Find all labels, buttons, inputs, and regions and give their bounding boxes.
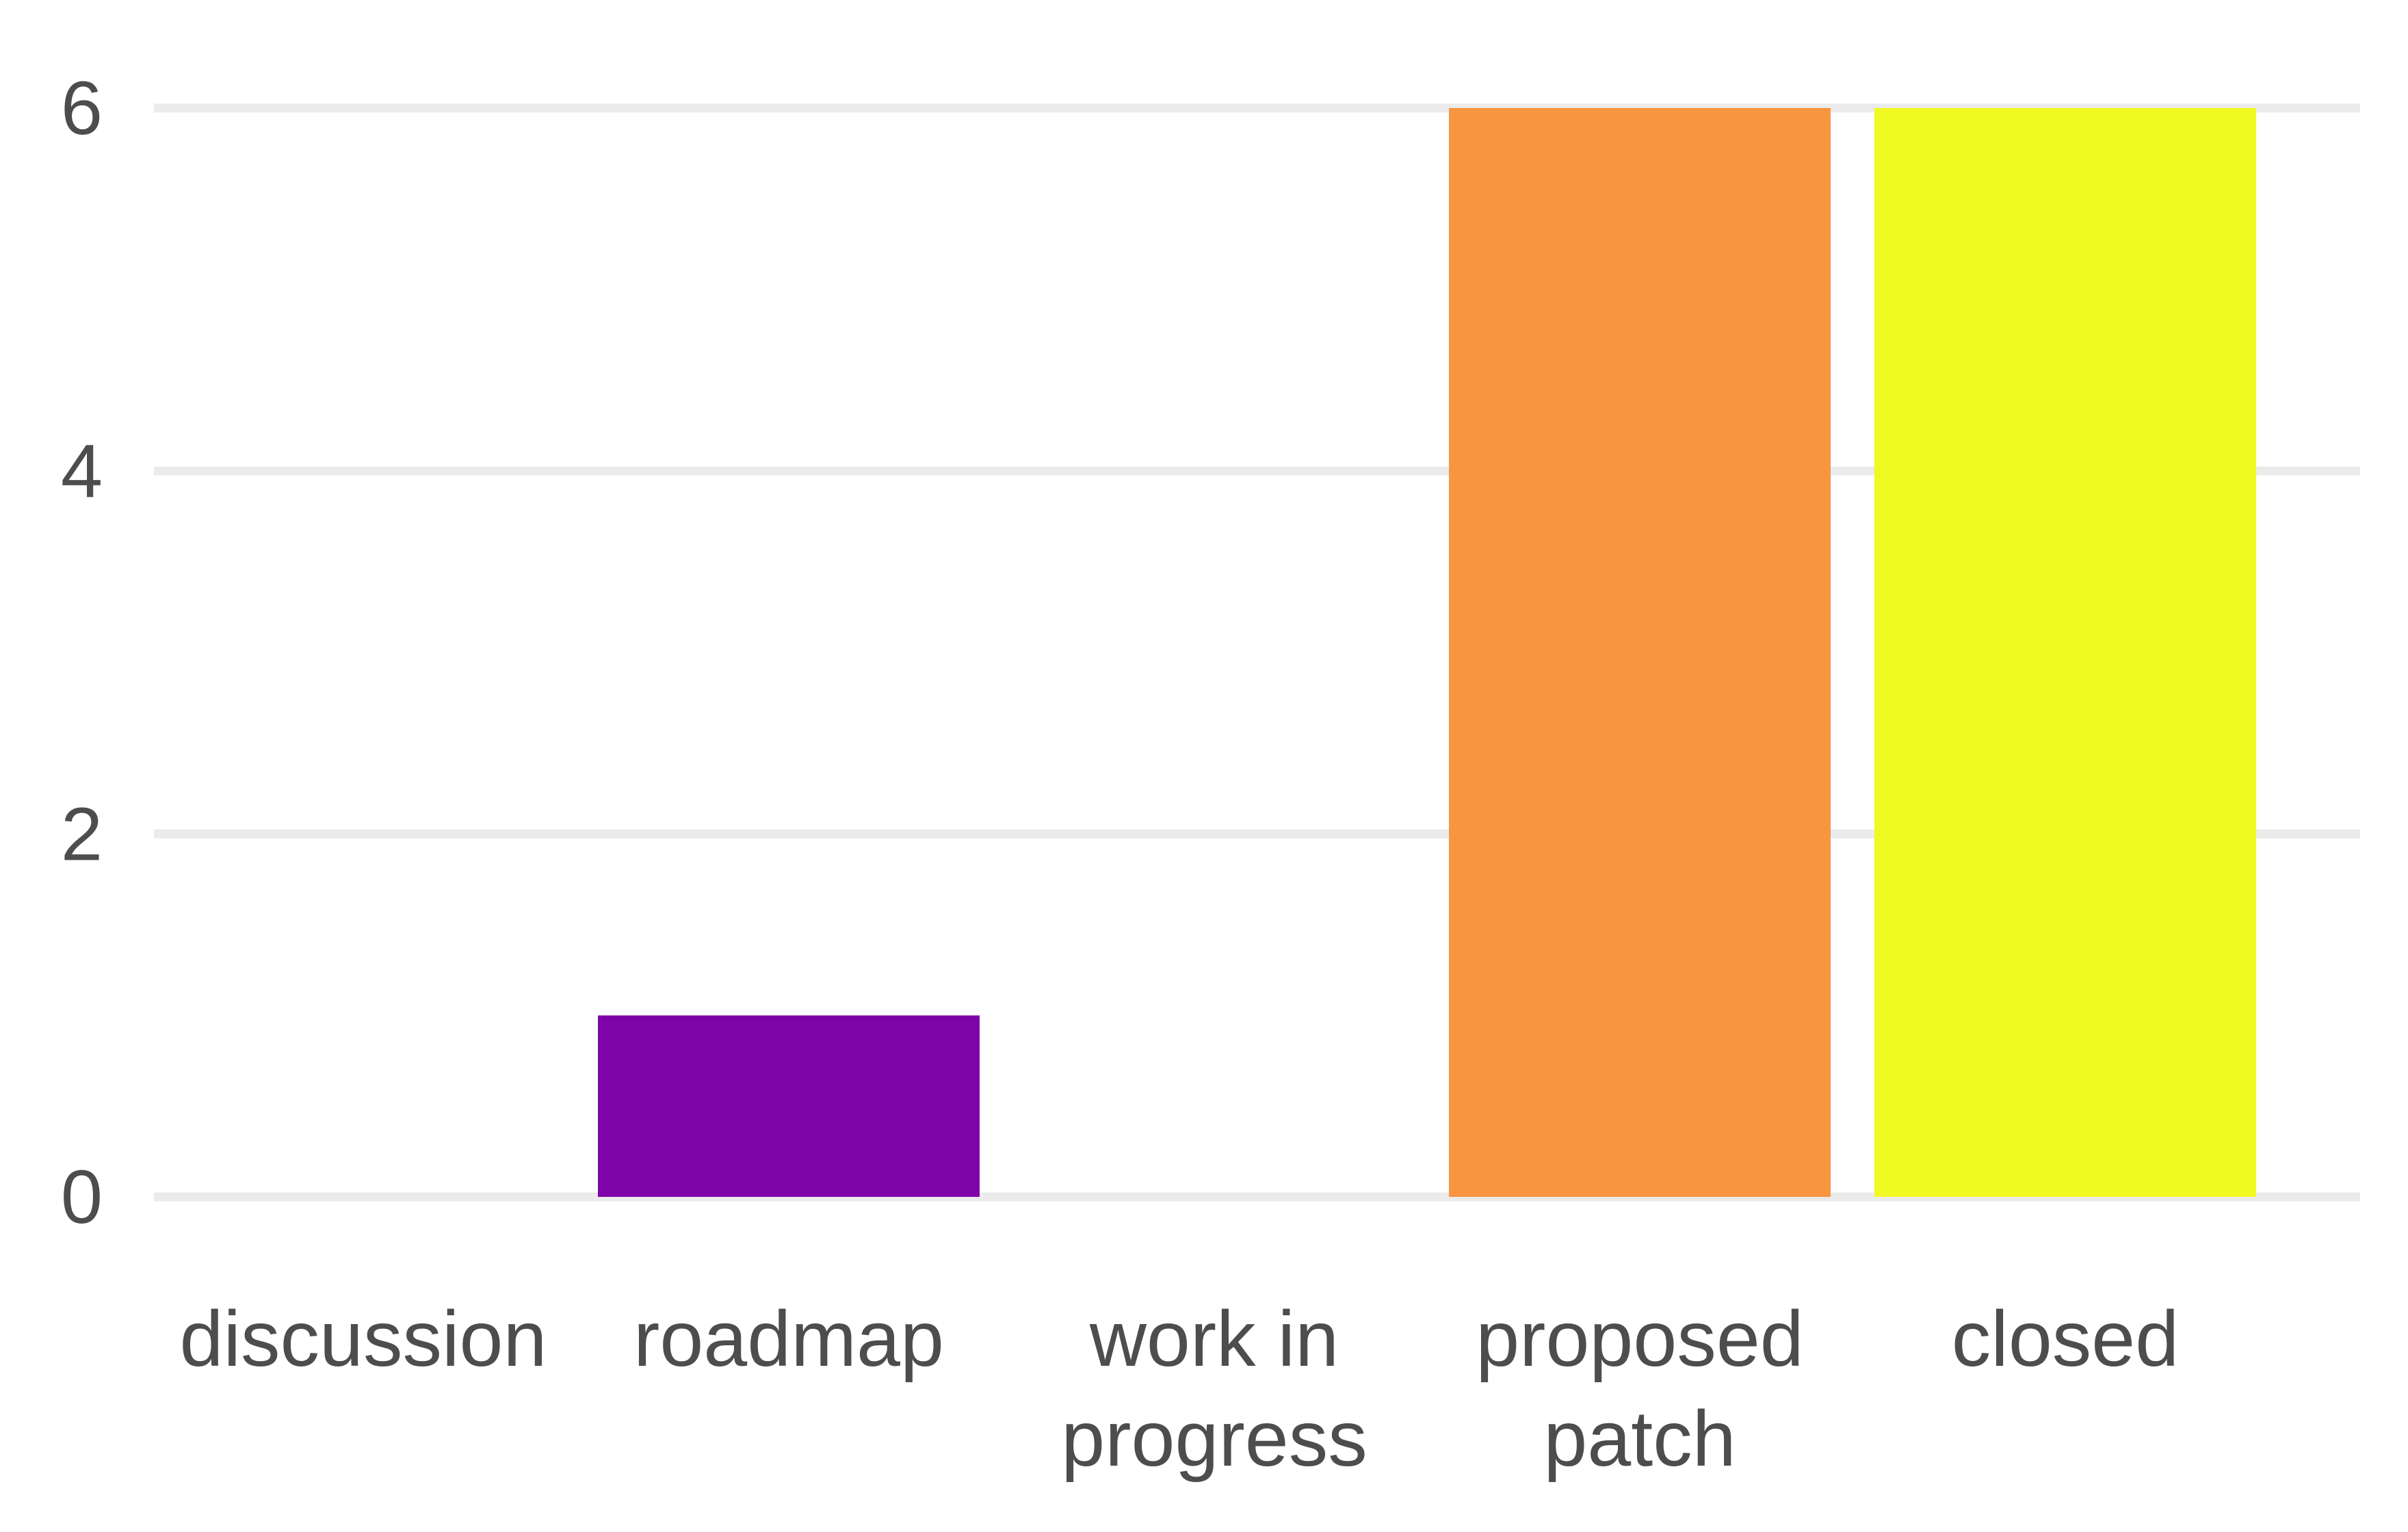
x-tick-label: discussion [180, 1295, 547, 1383]
x-tick-label: progress [1061, 1395, 1367, 1483]
bar-closed [1874, 108, 2256, 1197]
y-tick-label: 0 [61, 1155, 103, 1239]
x-tick-label: proposed [1476, 1295, 1804, 1383]
bars [598, 108, 2256, 1197]
y-tick-label: 2 [61, 792, 103, 876]
y-axis-ticks: 0 2 4 6 [61, 66, 103, 1239]
bar-roadmap [598, 1015, 980, 1197]
x-tick-label: work in [1089, 1295, 1339, 1383]
y-tick-label: 4 [61, 430, 103, 514]
x-tick-label: roadmap [633, 1295, 944, 1383]
x-axis-ticks: discussion roadmap work in progress proposed… [180, 1295, 2180, 1483]
x-tick-label: closed [1952, 1295, 2179, 1383]
y-tick-label: 6 [61, 66, 103, 150]
x-tick-label: patch [1543, 1395, 1736, 1483]
bar-proposed-patch [1449, 108, 1831, 1197]
